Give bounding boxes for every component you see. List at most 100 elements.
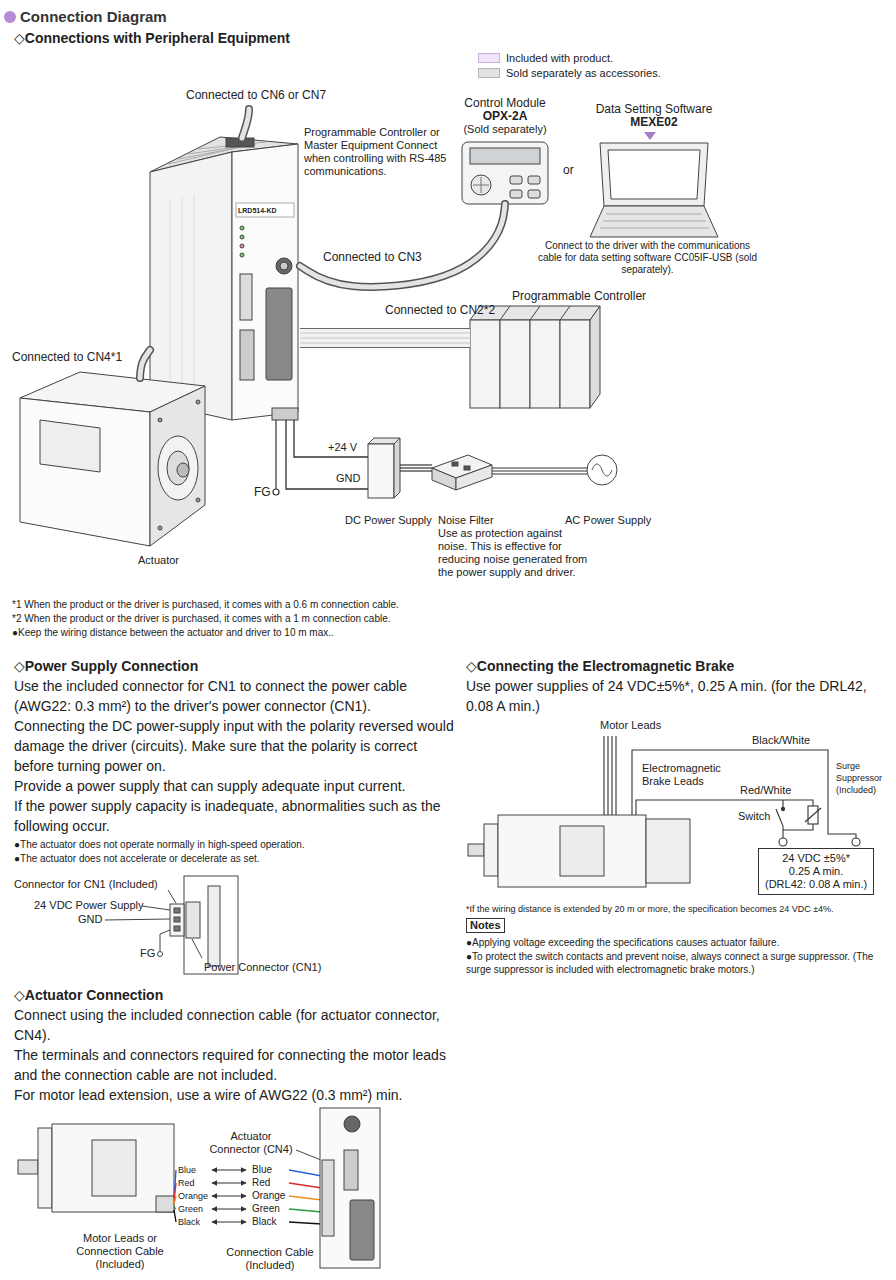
- noise-filter-illustration: [456, 465, 492, 490]
- brake-motor-drawing: [646, 819, 690, 883]
- body-text: The terminals and connectors required fo…: [14, 1045, 460, 1085]
- control-module-illustration: [470, 148, 540, 164]
- text-slot: Connecting the DC power-supply input wit…: [14, 716, 460, 776]
- text-slot: *2 When the product or the driver is pur…: [12, 612, 391, 625]
- text-slot: ◇Connections with Peripheral Equipment: [14, 30, 290, 47]
- text-slot: ●The actuator does not operate normally …: [14, 838, 305, 851]
- actuator-illustration: [20, 372, 205, 546]
- pin-label: 24 VDC Power Supply: [34, 899, 143, 912]
- ground-wire: [275, 420, 276, 489]
- ground-wire: [273, 420, 279, 495]
- callout-label: Connected to CN4*1: [12, 350, 122, 364]
- plc-illustration: [590, 306, 600, 408]
- control-module-illustration: [510, 190, 522, 198]
- driver-panel-drawing: [320, 1108, 380, 1268]
- pointer-triangle: [644, 132, 656, 140]
- text-slot: Blue: [178, 1164, 196, 1176]
- plc-illustration: [500, 320, 530, 408]
- text-slot: +24 V: [326, 441, 359, 454]
- text-slot: Provide a power supply that can supply a…: [14, 776, 460, 796]
- note-text: ●The actuator does not accelerate or dec…: [14, 852, 260, 865]
- noise-filter-illustration: [432, 455, 492, 490]
- text-slot: Red: [252, 1177, 270, 1189]
- laptop-illustration: [600, 143, 708, 206]
- actuator-side-drawing: [52, 1124, 174, 1212]
- callout-label: Connection Cable (Included): [215, 1246, 325, 1272]
- text-slot: ●To protect the switch contacts and prev…: [466, 950, 886, 976]
- control-module-illustration: [471, 175, 491, 195]
- body-text: If the power supply capacity is inadequa…: [14, 796, 460, 836]
- cn4-cable: [140, 350, 150, 378]
- wire-color-label: Orange: [178, 1190, 208, 1202]
- power-cable: [400, 465, 432, 471]
- wire-color-label: Red/White: [740, 784, 791, 797]
- text-slot: Connect using the included connection ca…: [14, 1005, 460, 1045]
- callout-label: Power Connector (CN1): [204, 961, 321, 974]
- connector-line: [140, 350, 150, 378]
- brake-motor-drawing: [498, 815, 646, 887]
- driver-panel-drawing: [350, 1200, 374, 1260]
- brake-wiring: [604, 736, 860, 846]
- node-caption: (Sold separately): [422, 123, 588, 136]
- note-text: ●Applying voltage exceeding the specific…: [466, 936, 779, 949]
- legend-swatch: [478, 53, 500, 63]
- wire-color-label: Blue: [178, 1164, 196, 1176]
- wire-color-label: Blue: [252, 1164, 272, 1176]
- callout-label: Programmable Controller or Master Equipm…: [304, 126, 460, 178]
- plc-illustration: [500, 306, 570, 320]
- power-connector-drawing: [168, 890, 202, 958]
- text-slot: Noise Filter: [438, 514, 494, 527]
- text-slot: Black: [178, 1216, 200, 1228]
- text-slot: (Sold separately): [422, 123, 588, 136]
- driver-illustration: [272, 408, 298, 420]
- text-slot: Use as protection against noise. This is…: [438, 527, 590, 579]
- node-caption: Actuator: [138, 554, 179, 567]
- body-text: For motor lead extension, use a wire of …: [14, 1085, 460, 1105]
- actuator-illustration: [167, 451, 189, 485]
- actuator-side-drawing: [156, 1196, 174, 1212]
- node-caption: Data Setting Software: [570, 102, 738, 116]
- box-text: 0.25 A min.: [765, 865, 867, 878]
- text-slot: GND: [78, 913, 102, 926]
- cn2-ribbon-cable: [300, 333, 470, 343]
- lead-wires: [212, 1183, 246, 1184]
- callout-label: Connected to CN3: [323, 250, 422, 264]
- node-caption: Noise Filter: [438, 514, 494, 527]
- software-laptop: Data Setting SoftwareMEXE02: [590, 143, 718, 238]
- power-connector-drawing: [170, 904, 184, 936]
- callout-label: Actuator Connector (CN4): [205, 1130, 297, 1156]
- text-slot: LRD514-KD: [238, 207, 277, 215]
- connector-word: or: [563, 163, 574, 177]
- actuator-side-drawing: [18, 1124, 174, 1212]
- body-text: Use power supplies of 24 VDC±5%*, 0.25 A…: [466, 676, 886, 716]
- power-connector-drawing: [174, 908, 180, 913]
- callout-label: Connected to CN2*2: [385, 303, 495, 317]
- power-connector-drawing: [174, 926, 180, 931]
- driver-illustration: [280, 262, 288, 270]
- body-text: Connect using the included connection ca…: [14, 1005, 460, 1045]
- text-slot: DC Power Supply: [345, 514, 432, 527]
- control-module-illustration: [462, 142, 548, 204]
- noise-filter: Noise FilterUse as protection against no…: [432, 452, 492, 492]
- text-slot: For motor lead extension, use a wire of …: [14, 1085, 460, 1105]
- legend-swatch: [478, 68, 500, 78]
- brake-wiring: [632, 750, 856, 838]
- lead-wires: [289, 1222, 322, 1224]
- text-slot: Connector for CN1 (Included): [14, 878, 158, 891]
- text-slot: Power Connector (CN1): [204, 961, 321, 974]
- dc-power-supply-illustration: [368, 444, 394, 498]
- actuator-illustration: [40, 420, 100, 472]
- text-slot: *1 When the product or the driver is pur…: [12, 598, 399, 611]
- body-text: Use the included connector for CN1 to co…: [14, 676, 460, 716]
- driver-unit: LRD514-KD: [150, 135, 300, 420]
- legend-row: Sold separately as accessories.: [478, 67, 661, 80]
- driver-panel-drawing: [322, 1160, 334, 1236]
- text-slot: Connection Cable (Included): [215, 1246, 325, 1272]
- actuator-illustration: [196, 498, 200, 502]
- rs485-cable: [242, 109, 249, 138]
- text-slot: Switch: [738, 810, 770, 823]
- control-module-illustration: [510, 176, 522, 184]
- ac-source-symbol: [587, 455, 617, 485]
- driver-illustration: [240, 330, 254, 380]
- lead-wires: [289, 1196, 322, 1200]
